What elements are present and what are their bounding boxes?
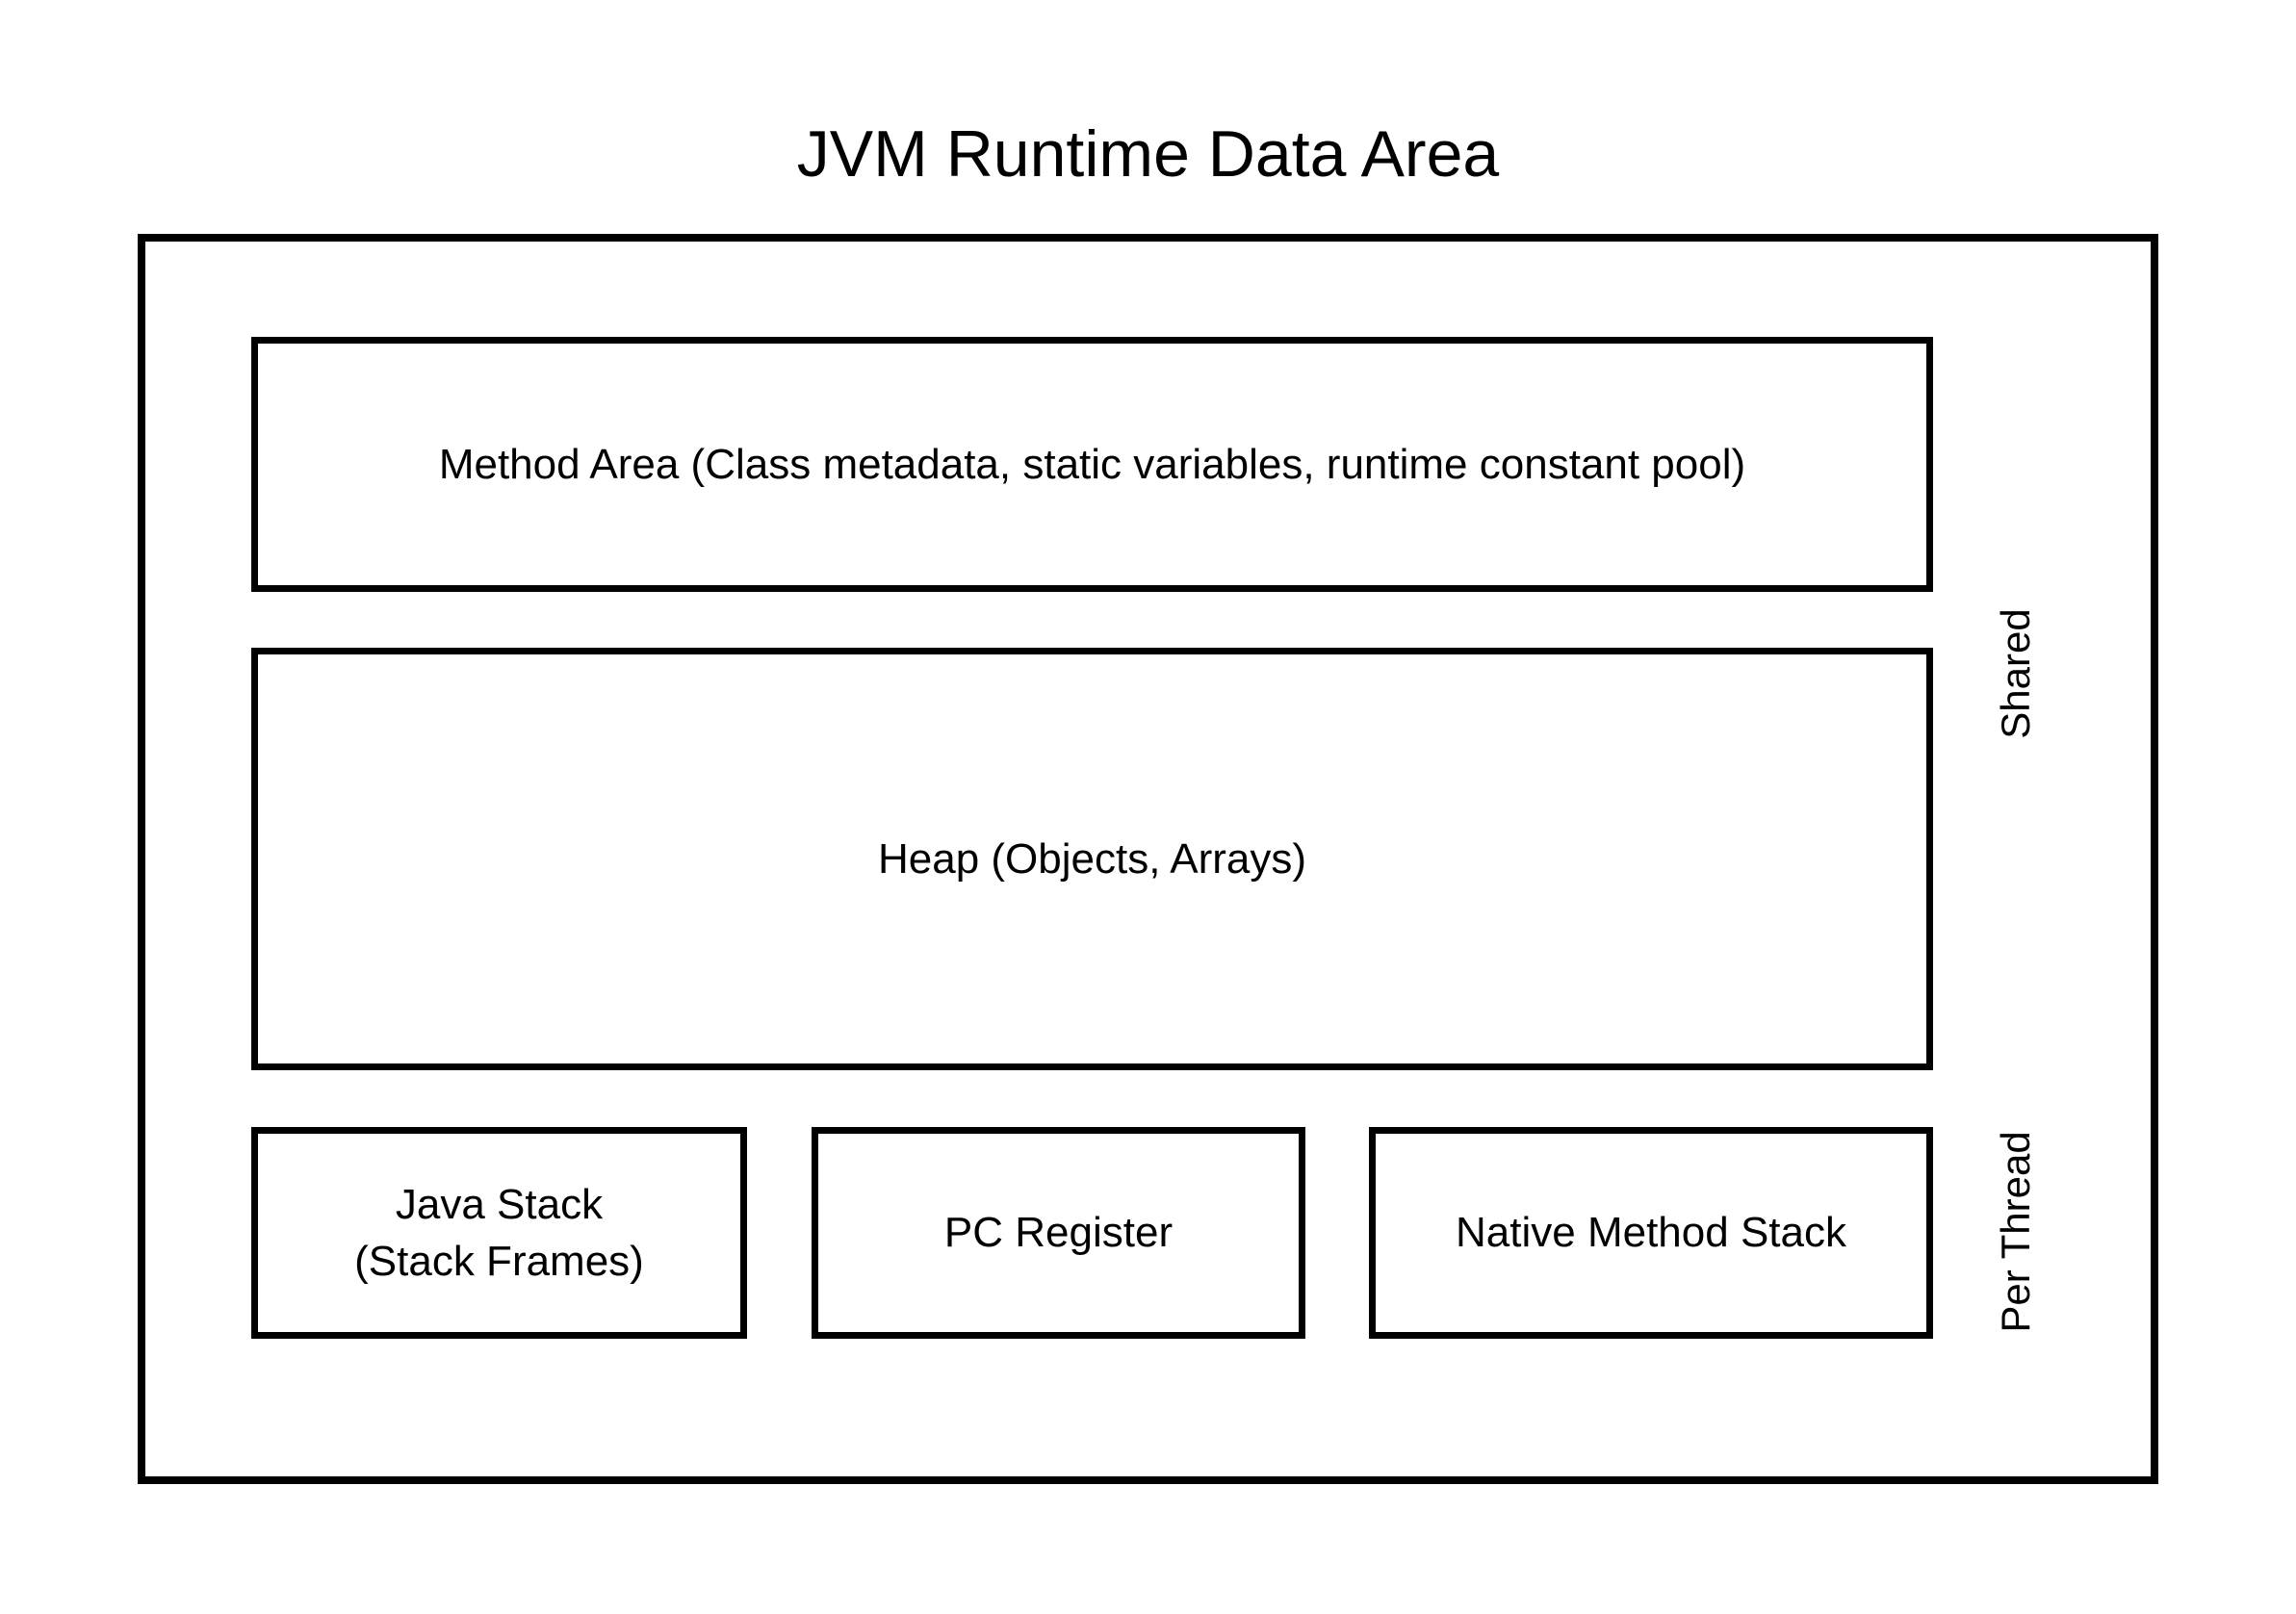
native-method-stack-label: Native Method Stack [1456, 1209, 1846, 1257]
per-thread-region-label: Per Thread [1993, 1131, 2038, 1333]
heap-box: Heap (Objects, Arrays) [251, 648, 1933, 1070]
pc-register-box: PC Register [812, 1127, 1305, 1339]
java-stack-label: Java Stack (Stack Frames) [354, 1180, 644, 1285]
java-stack-box: Java Stack (Stack Frames) [251, 1127, 747, 1339]
method-area-box: Method Area (Class metadata, static vari… [251, 337, 1933, 592]
pc-register-label: PC Register [943, 1209, 1174, 1257]
method-area-label: Method Area (Class metadata, static vari… [438, 440, 1746, 488]
page-title: JVM Runtime Data Area [796, 117, 1500, 191]
shared-region-label: Shared [1993, 608, 2038, 739]
heap-label: Heap (Objects, Arrays) [877, 834, 1307, 883]
native-method-stack-box: Native Method Stack [1369, 1127, 1933, 1339]
